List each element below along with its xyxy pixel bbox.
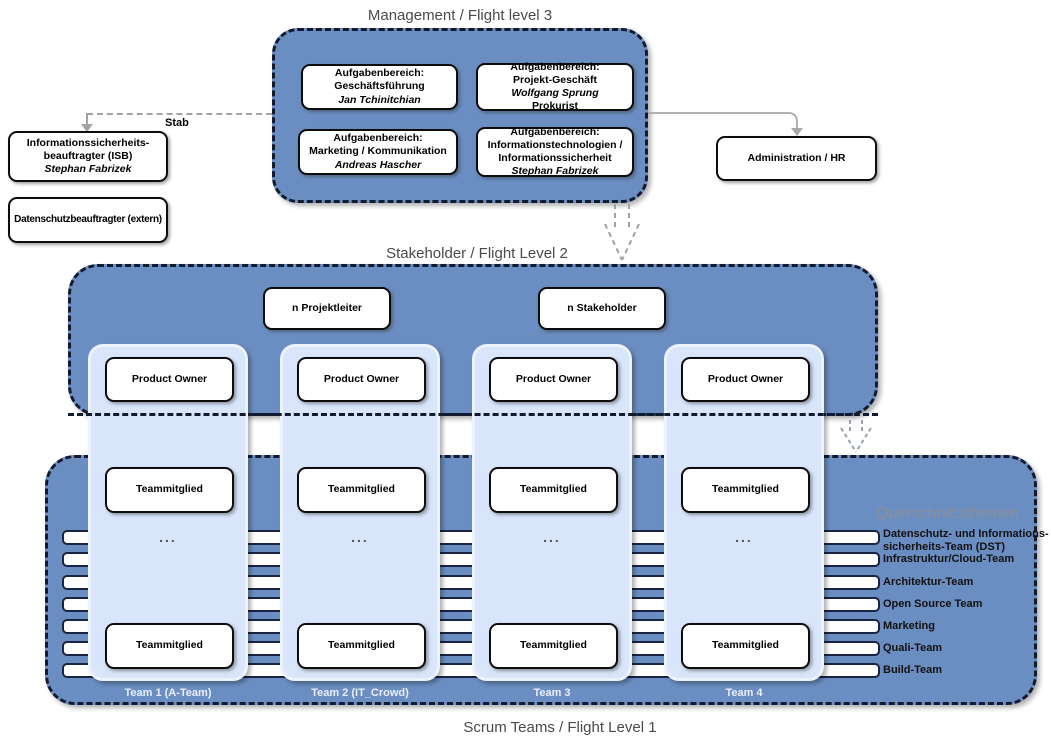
area-label: Informationssicherheit: [498, 152, 612, 164]
cross-team-label-build: Build-Team: [883, 664, 943, 676]
projektleiter-label: n Projektleiter: [291, 301, 363, 314]
cross-team-label-dst: Datenschutz- und Informations- sicherhei…: [883, 528, 1049, 553]
team-member-label: Teammitglied: [712, 483, 779, 496]
cross-team-label-infrastruktur: Infrastruktur/Cloud-Team: [883, 553, 1015, 565]
scrum-level-title: Scrum Teams / Flight Level 1: [463, 719, 657, 736]
product-owner-box: Product Owner: [489, 357, 618, 402]
product-owner-box: Product Owner: [105, 357, 234, 402]
stakeholder-box: n Stakeholder: [538, 287, 666, 330]
stakeholder-label: n Stakeholder: [567, 301, 637, 314]
product-owner-box: Product Owner: [297, 357, 426, 402]
person-name: Stephan Fabrizek: [511, 165, 599, 178]
team-member-box: Teammitglied: [681, 467, 810, 513]
team-member-label: Teammitglied: [136, 639, 203, 652]
product-owner-label: Product Owner: [707, 372, 784, 385]
team-member-label: Teammitglied: [520, 483, 587, 496]
team-member-label: Teammitglied: [712, 639, 779, 652]
stab-connector-line: [87, 113, 272, 115]
area-label: Aufgabenbereich:: [510, 60, 600, 73]
area-label: Aufgabenbereich:: [333, 132, 423, 145]
projektleiter-box: n Projektleiter: [263, 287, 391, 330]
management-area-marketing: Aufgabenbereich: Marketing / Kommunikati…: [298, 129, 458, 175]
cross-team-label-quali: Quali-Team: [883, 642, 943, 654]
team-2-label: Team 2 (IT_Crowd): [311, 687, 409, 699]
person-name: Jan Tchinitchian: [338, 93, 421, 106]
team-member-box: Teammitglied: [105, 623, 234, 669]
team-member-box: Teammitglied: [297, 467, 426, 513]
management-section: Aufgabenbereich: Geschäftsführung Jan Tc…: [272, 28, 648, 203]
administration-hr-label: Administration / HR: [747, 151, 846, 164]
management-area-geschaeftsfuehrung: Aufgabenbereich: Geschäftsführung Jan Tc…: [301, 64, 458, 110]
team-member-label: Teammitglied: [520, 639, 587, 652]
cross-cutting-title: Querschnittsthemen: [876, 505, 1020, 522]
ellipsis: ...: [735, 529, 753, 545]
cross-team-label-marketing: Marketing: [883, 620, 935, 632]
management-area-it: Aufgabenbereich: Informationstechnologie…: [476, 125, 634, 178]
cross-team-label-architektur: Architektur-Team: [883, 576, 974, 588]
team-column-2: Product Owner Teammitglied ... Teammitgl…: [280, 344, 440, 681]
team-member-box: Teammitglied: [489, 467, 618, 513]
team-member-box: Teammitglied: [105, 467, 234, 513]
administration-hr-box: Administration / HR: [716, 136, 877, 181]
admin-connector: [648, 112, 803, 136]
arrow-level2-to-level1-icon: [840, 420, 872, 453]
product-owner-label: Product Owner: [131, 372, 208, 385]
area-label: Projekt-Geschäft: [512, 73, 598, 86]
team-member-box: Teammitglied: [297, 623, 426, 669]
product-owner-label: Product Owner: [323, 372, 400, 385]
team-member-label: Teammitglied: [136, 483, 203, 496]
datenschutz-label: Datenschutzbeauftragter (extern): [14, 213, 162, 225]
cross-team-label-opensource: Open Source Team: [883, 598, 983, 610]
team-member-label: Teammitglied: [328, 639, 395, 652]
team-member-box: Teammitglied: [489, 623, 618, 669]
stab-label: Stab: [165, 117, 189, 129]
area-label: Informationstechnologien /: [487, 138, 623, 151]
person-name: Stephan Fabrizek: [44, 163, 132, 176]
ellipsis: ...: [543, 529, 561, 545]
area-label: Aufgabenbereich:: [334, 67, 425, 80]
datenschutz-box: Datenschutzbeauftragter (extern): [8, 197, 168, 243]
team-column-3: Product Owner Teammitglied ... Teammitgl…: [472, 344, 632, 681]
product-owner-label: Product Owner: [515, 372, 592, 385]
area-label: Geschäftsführung: [334, 80, 425, 93]
management-level-title: Management / Flight level 3: [367, 7, 553, 24]
stab-connector-drop: [86, 113, 88, 125]
area-label: Marketing / Kommunikation: [309, 145, 447, 158]
team-1-label: Team 1 (A-Team): [124, 687, 212, 699]
team-4-label: Team 4: [725, 687, 763, 699]
management-area-projekt: Aufgabenbereich: Projekt-Geschäft Wolfga…: [476, 60, 634, 113]
product-owner-box: Product Owner: [681, 357, 810, 402]
team-member-box: Teammitglied: [681, 623, 810, 669]
ellipsis: ...: [159, 529, 177, 545]
team-3-label: Team 3: [533, 687, 571, 699]
isb-label: Informationssicherheits-: [26, 136, 150, 149]
isb-box: Informationssicherheits- beauftragter (I…: [8, 131, 168, 182]
team-member-label: Teammitglied: [328, 483, 395, 496]
isb-label: beauftragter (ISB): [43, 149, 133, 162]
person-name: Wolfgang Sprung: [511, 87, 599, 99]
area-label: Aufgabenbereich:: [510, 125, 600, 138]
stakeholder-bottom-border: [68, 413, 878, 416]
person-role: Prokurist: [531, 100, 579, 113]
stakeholder-level-title: Stakeholder / Flight Level 2: [386, 245, 568, 262]
arrow-level3-to-level2-icon: [604, 204, 640, 261]
stab-arrowhead-icon: [81, 124, 93, 132]
team-column-1: Product Owner Teammitglied ... Teammitgl…: [88, 344, 248, 681]
ellipsis: ...: [351, 529, 369, 545]
team-column-4: Product Owner Teammitglied ... Teammitgl…: [664, 344, 824, 681]
person-name: Andreas Hascher: [334, 158, 422, 171]
